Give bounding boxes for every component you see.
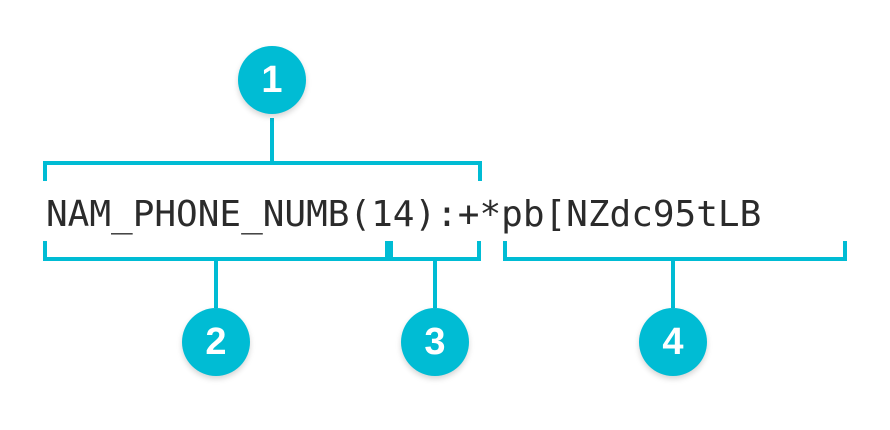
annotation-badge-3[interactable]: 3 [401, 308, 469, 376]
code-string: NAM_PHONE_NUMB(14):+*pb[NZdc95tLB [46, 194, 762, 235]
annotation-badge-2[interactable]: 2 [182, 308, 250, 376]
annotation-badge-4[interactable]: 4 [639, 308, 707, 376]
annotation-badge-1[interactable]: 1 [238, 46, 306, 114]
bracket-3 [389, 241, 481, 261]
bracket-1 [43, 161, 482, 181]
bracket-2 [43, 241, 389, 261]
bracket-4 [503, 241, 847, 261]
